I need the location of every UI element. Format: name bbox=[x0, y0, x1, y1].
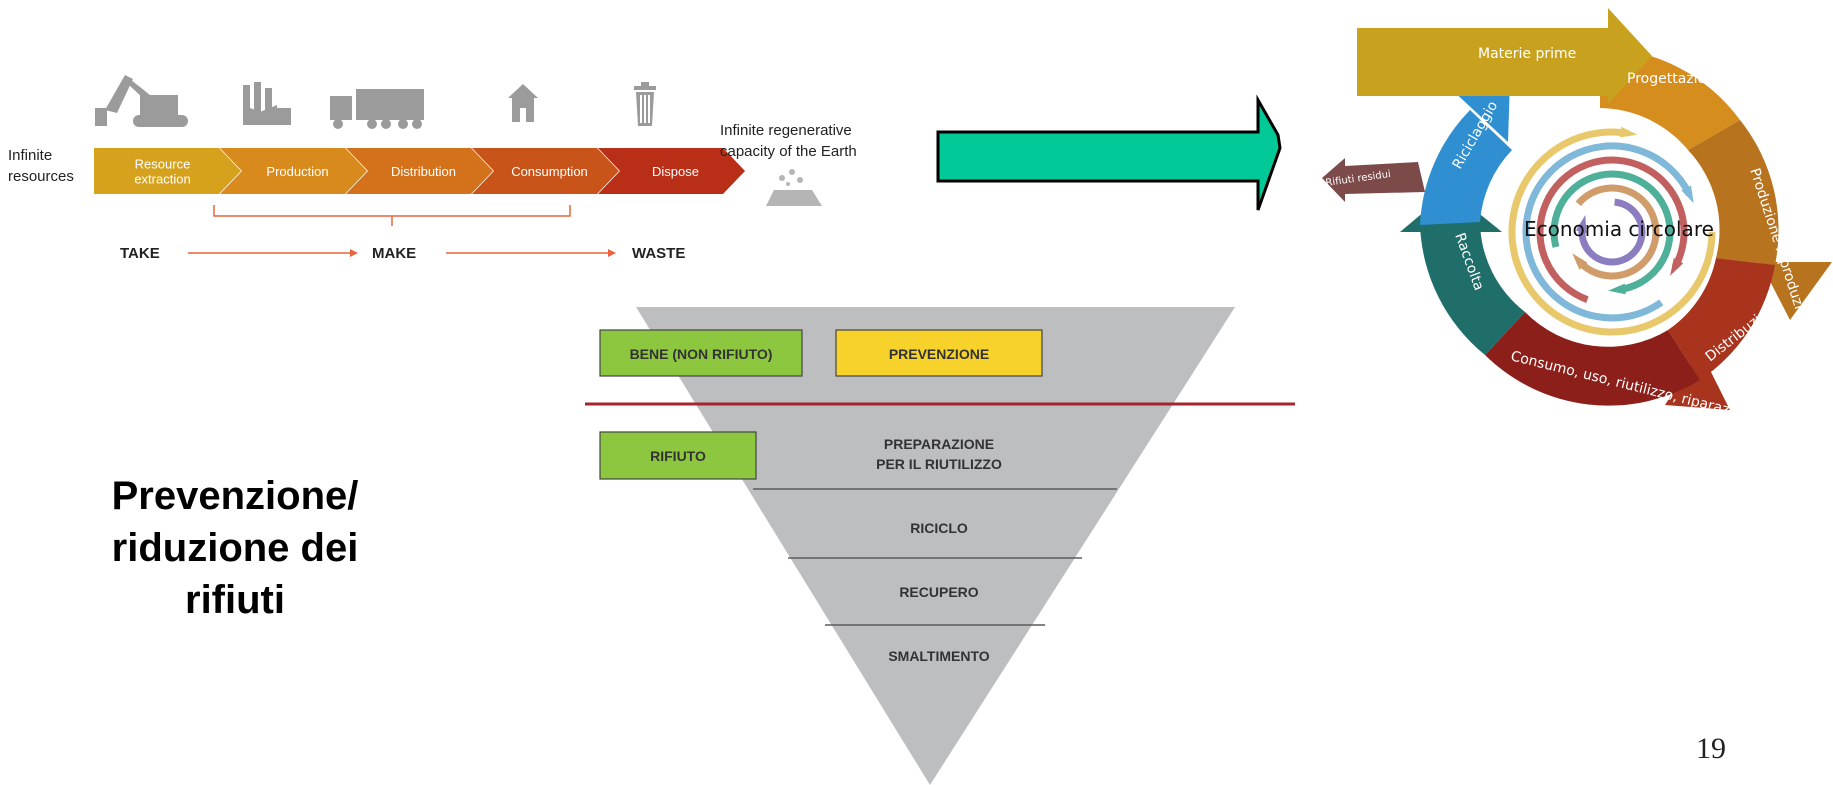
flow-word-make: MAKE bbox=[372, 245, 416, 262]
inner-spiral-2 bbox=[1536, 156, 1688, 303]
linear-step-label-0-1: extraction bbox=[134, 172, 190, 187]
segment-produzione bbox=[1688, 120, 1779, 265]
level-preparazione-line-2: PER IL RIUTILIZZO bbox=[876, 456, 1002, 472]
start-label-line-2: resources bbox=[8, 168, 74, 185]
linear-step-label-2-0: Distribution bbox=[391, 164, 456, 179]
inner-spiral-arrowhead-1 bbox=[1681, 185, 1694, 204]
level-recupero: RECUPERO bbox=[899, 584, 978, 600]
badge-prevenzione bbox=[835, 329, 1043, 377]
start-label-line-1: Infinite bbox=[8, 147, 52, 164]
level-riciclo: RICICLO bbox=[910, 520, 968, 536]
trash-icon bbox=[634, 82, 656, 126]
inner-spiral-5 bbox=[1578, 198, 1646, 266]
linear-step-1 bbox=[220, 148, 367, 194]
inner-spiral-3 bbox=[1550, 170, 1674, 294]
house-icon bbox=[508, 84, 538, 122]
page-number: 19 bbox=[1696, 732, 1726, 765]
inner-spiral-4 bbox=[1575, 184, 1660, 280]
linear-step-3 bbox=[472, 148, 619, 194]
side-arrow-rifiuti-residui bbox=[1322, 158, 1425, 202]
inner-spiral-1 bbox=[1522, 142, 1693, 322]
waste-hierarchy-diagram: BENE (NON RIFIUTO) PREVENZIONE RIFIUTO P… bbox=[585, 307, 1295, 785]
landfill-icon bbox=[766, 169, 822, 206]
label-progettazione: Progettazione bbox=[1627, 71, 1724, 87]
level-smaltimento: SMALTIMENTO bbox=[888, 648, 989, 664]
inner-spiral-0 bbox=[1508, 128, 1716, 336]
segment-riciclaggio bbox=[1420, 110, 1512, 225]
side-heading-line-1: Prevenzione/ bbox=[111, 474, 359, 518]
circular-center-label: Economia circolare bbox=[1524, 217, 1714, 241]
inner-spirals bbox=[1508, 126, 1716, 336]
side-heading-line-3: rifiuti bbox=[185, 578, 285, 622]
flow-arrowhead-2 bbox=[608, 249, 616, 257]
segment-produzione-arrowhead bbox=[1760, 262, 1832, 320]
factory-icon bbox=[243, 82, 291, 125]
make-bracket bbox=[213, 205, 571, 217]
segment-distribuzione bbox=[1668, 258, 1775, 380]
badge-bene-label: BENE (NON RIFIUTO) bbox=[630, 346, 773, 362]
end-label-line-1: Infinite regenerative bbox=[720, 122, 852, 139]
right-arrow-icon bbox=[936, 94, 1282, 211]
flow-arrowhead-1 bbox=[350, 249, 358, 257]
segment-consumo bbox=[1485, 312, 1700, 406]
badge-bene bbox=[599, 329, 803, 377]
linear-step-label-0-0: Resource bbox=[135, 157, 191, 172]
inner-spiral-arrowhead-5 bbox=[1575, 215, 1587, 233]
end-label-line-2: capacity of the Earth bbox=[720, 143, 857, 160]
inner-spiral-arrowhead-4 bbox=[1572, 253, 1588, 270]
linear-step-label-1-0: Production bbox=[266, 164, 328, 179]
side-heading-line-2: riduzione dei bbox=[111, 526, 359, 570]
linear-step-label-3-0: Consumption bbox=[511, 164, 588, 179]
excavator-icon bbox=[95, 75, 188, 127]
badge-prevenzione-label: PREVENZIONE bbox=[889, 346, 989, 362]
flow-word-take: TAKE bbox=[120, 245, 160, 262]
flow-word-waste: WASTE bbox=[632, 245, 685, 262]
label-materie-prime: Materie prime bbox=[1478, 46, 1576, 62]
inner-spiral-arrowhead-2 bbox=[1670, 258, 1684, 276]
linear-step-4 bbox=[598, 148, 745, 194]
linear-step-0 bbox=[94, 148, 241, 194]
segment-materie-prime bbox=[1357, 8, 1652, 104]
badge-rifiuto bbox=[599, 431, 757, 480]
cut-off-heading bbox=[84, 0, 384, 6]
linear-step-2 bbox=[346, 148, 493, 194]
segment-raccolta bbox=[1420, 222, 1525, 355]
level-preparazione-line-1: PREPARAZIONE bbox=[884, 436, 994, 452]
truck-icon bbox=[330, 89, 424, 129]
hierarchy-triangle bbox=[636, 307, 1235, 785]
inner-spiral-arrowhead-0 bbox=[1619, 126, 1638, 138]
badge-rifiuto-label: RIFIUTO bbox=[650, 448, 706, 464]
inner-spiral-arrowhead-3 bbox=[1608, 283, 1626, 295]
circular-economy-diagram: Materie prime Progettazione Produzione R… bbox=[1322, 8, 1832, 425]
side-heading: Prevenzione/ riduzione dei rifiuti bbox=[60, 470, 410, 626]
linear-step-label-4-0: Dispose bbox=[652, 164, 699, 179]
